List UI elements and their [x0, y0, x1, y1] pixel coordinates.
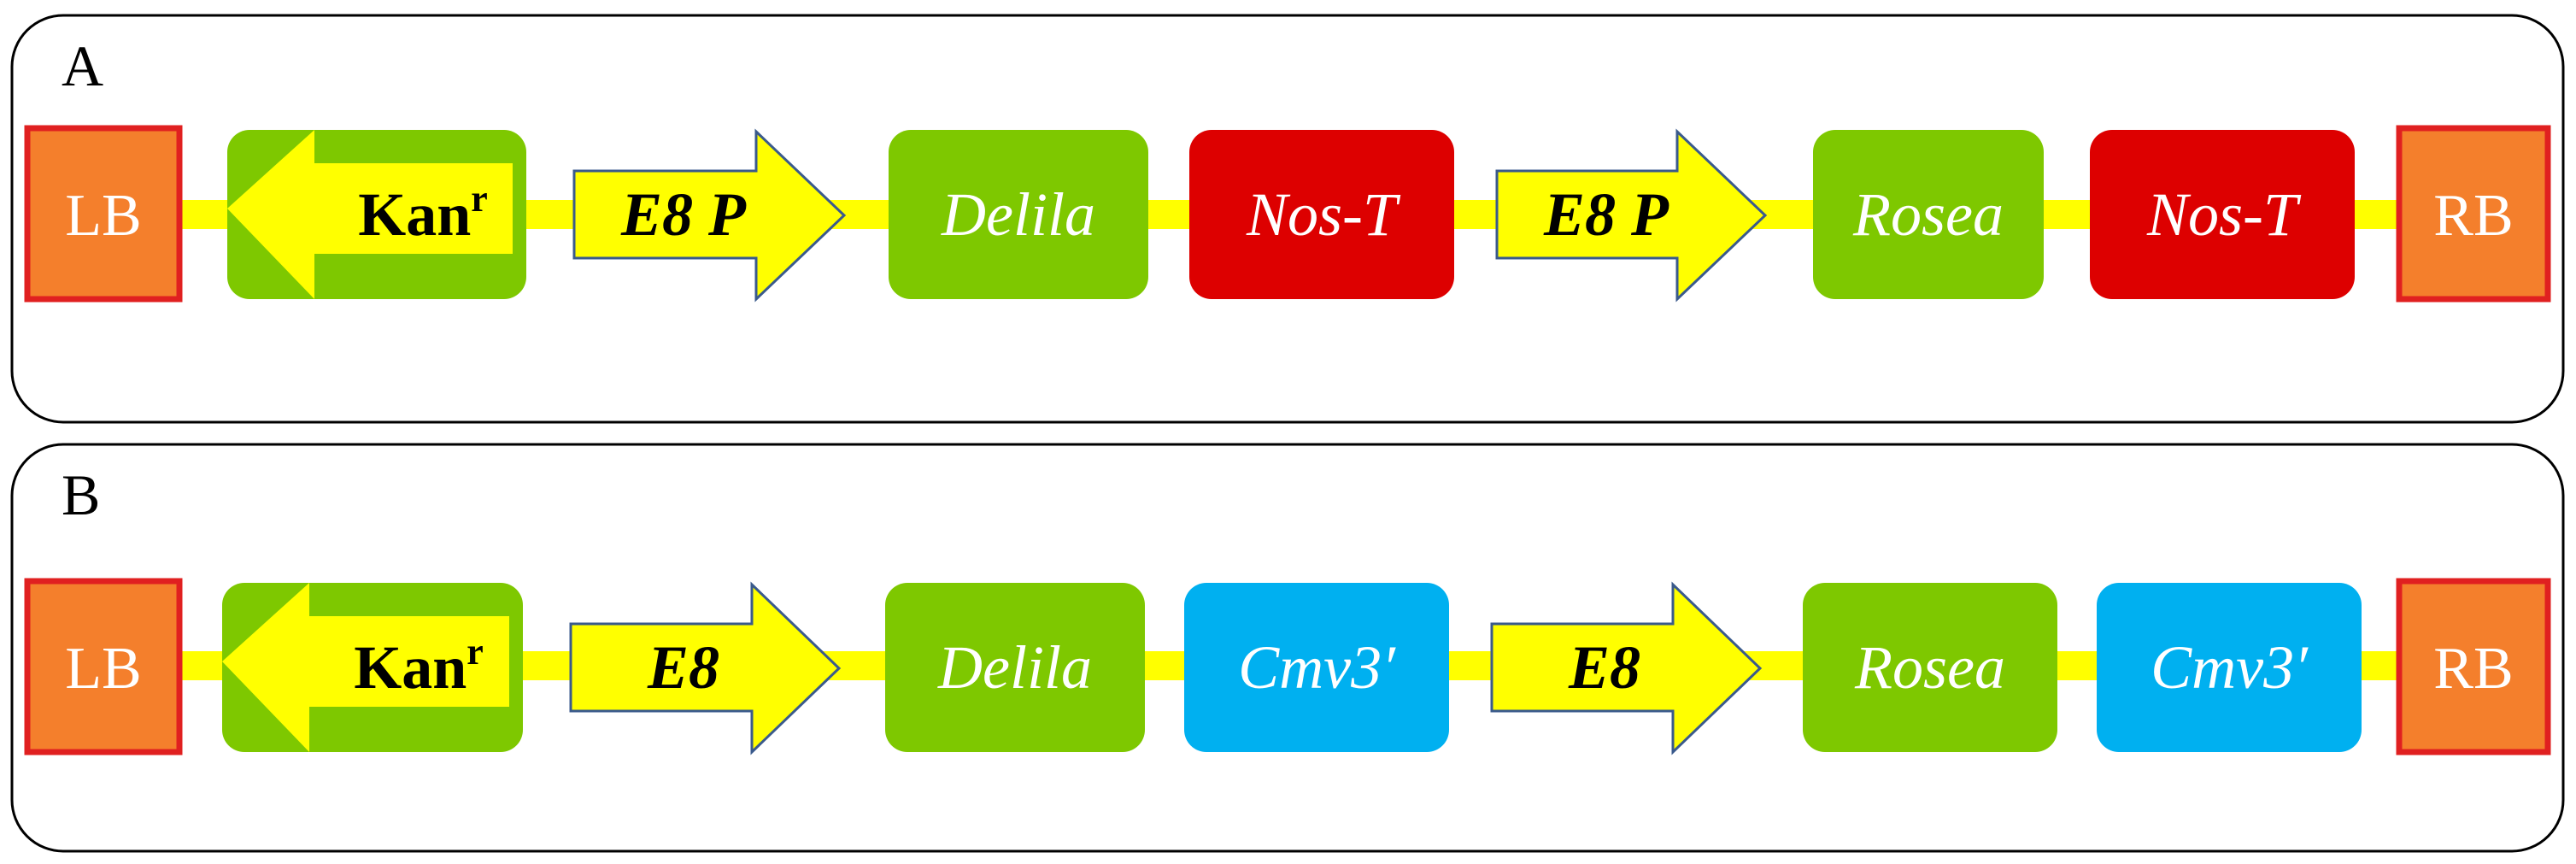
- panel-b: B LB Kanr E8 Delila Cmv3′: [10, 443, 2565, 853]
- panel-a-gene-rosea: Rosea: [1813, 130, 2044, 299]
- panel-a-gene-delila: Delila: [889, 130, 1148, 299]
- panel-a-promoter-2-label: E8 P: [1543, 180, 1669, 249]
- panel-a-rb-label: RB: [2433, 183, 2513, 249]
- panel-b-terminator-2-label: Cmv3′: [2151, 633, 2309, 702]
- panel-b-kanr-label: Kanr: [354, 631, 484, 702]
- panel-a-promoter-1-label: E8 P: [620, 180, 747, 249]
- panel-b-label: B: [62, 462, 100, 527]
- panel-b-gene-1-label: Delila: [937, 633, 1092, 702]
- panel-b-promoter-1: E8: [569, 581, 842, 755]
- panel-a-gene-2-label: Rosea: [1852, 180, 2004, 249]
- panel-b-terminator-1: Cmv3′: [1184, 583, 1449, 752]
- panel-a-terminator-2-label: Nos-T: [2146, 180, 2302, 249]
- panel-a-terminator-1: Nos-T: [1189, 130, 1454, 299]
- panel-a-terminator-1-label: Nos-T: [1246, 180, 1401, 249]
- panel-b-gene-rosea: Rosea: [1803, 583, 2057, 752]
- panel-b-terminator-1-label: Cmv3′: [1238, 633, 1396, 702]
- panel-a-promoter-2: E8 P: [1495, 128, 1768, 303]
- panel-b-kanr-marker: Kanr: [222, 583, 523, 752]
- panel-a-gene-1-label: Delila: [941, 180, 1095, 249]
- panel-b-gene-2-label: Rosea: [1854, 633, 2005, 702]
- panel-a-kanr-label: Kanr: [358, 178, 488, 249]
- panel-b-lb-label: LB: [65, 636, 141, 702]
- panel-b-right-border: RB: [2396, 578, 2551, 755]
- panel-b-terminator-2: Cmv3′: [2097, 583, 2362, 752]
- panel-b-promoter-2-label: E8: [1568, 633, 1640, 702]
- panel-a-terminator-2: Nos-T: [2090, 130, 2355, 299]
- panel-b-promoter-2: E8: [1490, 581, 1763, 755]
- panel-a-kanr-marker: Kanr: [227, 130, 526, 299]
- panel-a-left-border: LB: [24, 125, 183, 303]
- panel-a-label: A: [62, 33, 103, 98]
- panel-a-kanr-arrow: [227, 130, 513, 299]
- panel-b-left-border: LB: [24, 578, 183, 755]
- panel-a-right-border: RB: [2396, 125, 2551, 303]
- panel-b-promoter-1-label: E8: [647, 633, 719, 702]
- panel-a: A LB Kanr E8 P Delila Nos-T: [10, 14, 2565, 424]
- panel-a-lb-label: LB: [65, 183, 141, 249]
- panel-b-kanr-arrow: [222, 583, 509, 752]
- panel-a-promoter-1: E8 P: [572, 128, 847, 303]
- panel-b-rb-label: RB: [2433, 636, 2513, 702]
- panel-b-gene-delila: Delila: [885, 583, 1145, 752]
